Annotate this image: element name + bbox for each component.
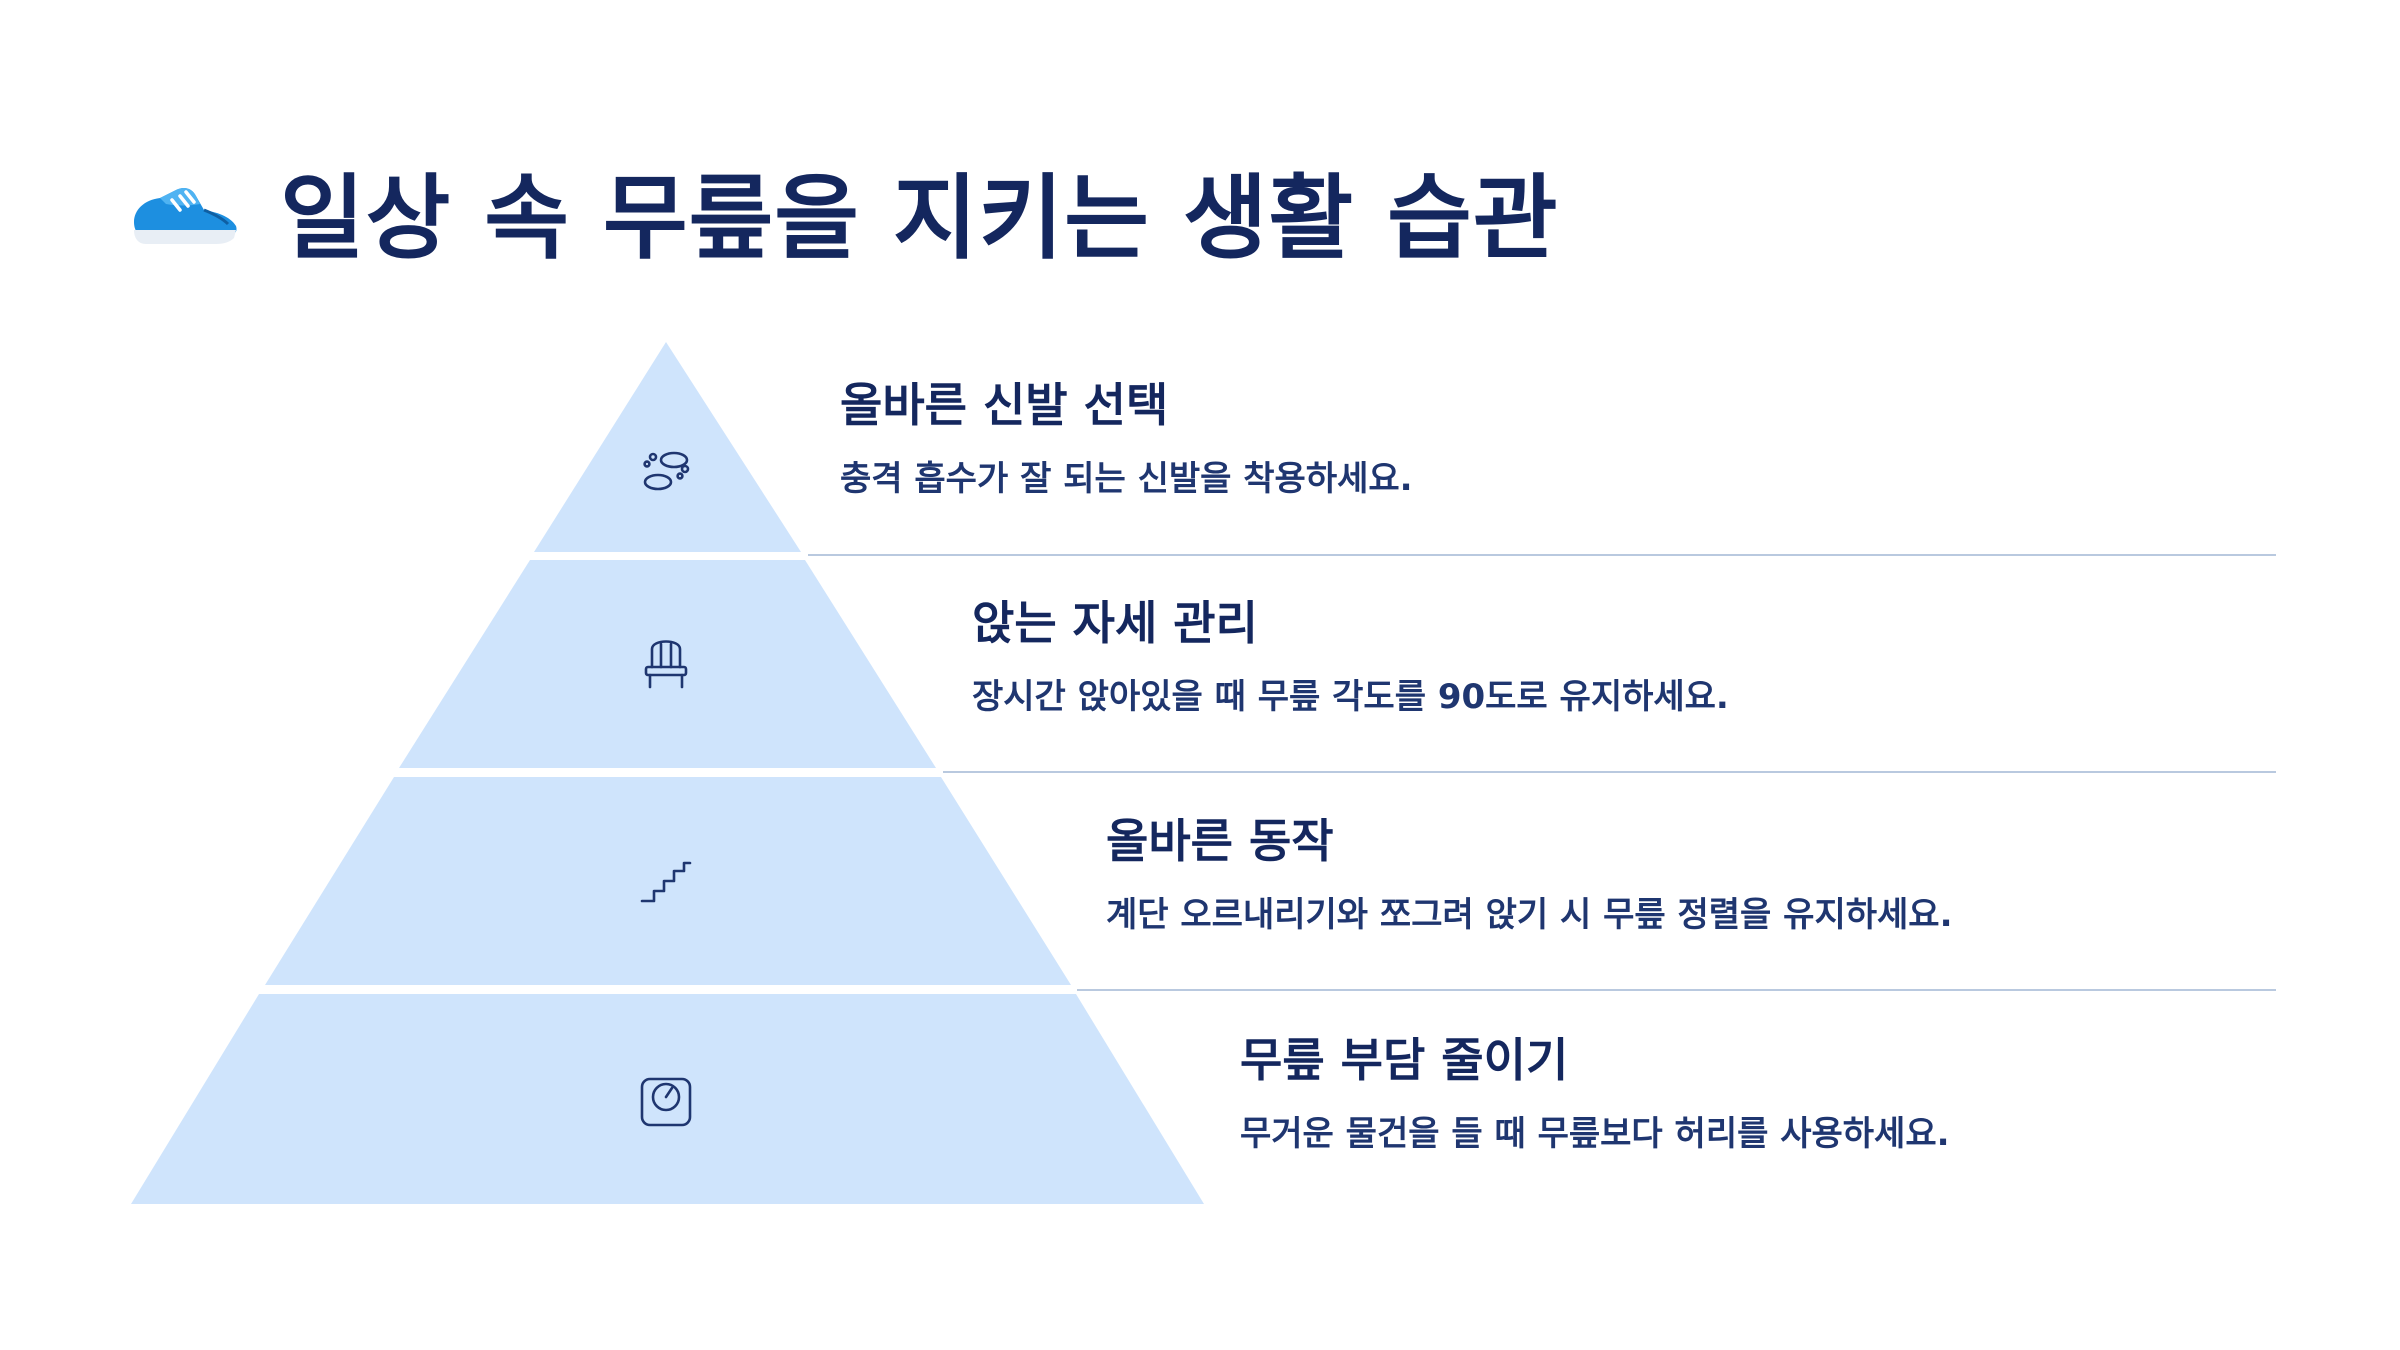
tier-title: 올바른 동작 xyxy=(1106,814,1334,868)
tier-text-4: 무릎 부담 줄이기 무거운 물건을 들 때 무릎보다 허리를 사용하세요. xyxy=(1240,1030,1950,1156)
tier-description: 장시간 앉아있을 때 무릎 각도를 90도로 유지하세요. xyxy=(972,677,1729,717)
pyramid-tier-1 xyxy=(534,342,801,552)
tier-title: 올바른 신발 선택 xyxy=(840,378,1169,432)
footprints-icon xyxy=(643,451,690,491)
stairs-icon xyxy=(640,861,692,903)
tier-description: 계단 오르내리기와 쪼그려 앉기 시 무릎 정렬을 유지하세요. xyxy=(1106,895,1953,935)
tier-title: 무릎 부담 줄이기 xyxy=(1240,1033,1569,1087)
chair-icon xyxy=(644,640,688,689)
title-row: 일상 속 무릎을 지키는 생활 습관 xyxy=(130,150,1558,272)
weight-scale-icon xyxy=(640,1077,692,1127)
pyramid-tier-4 xyxy=(131,994,1204,1204)
tier-description: 무거운 물건을 들 때 무릎보다 허리를 사용하세요. xyxy=(1240,1114,1950,1154)
running-shoe-icon xyxy=(134,188,237,244)
pyramid-tier-2 xyxy=(399,560,936,768)
tier-text-1: 올바른 신발 선택 충격 흡수가 잘 되는 신발을 착용하세요. xyxy=(840,375,1413,501)
tier-text-2: 앉는 자세 관리 장시간 앉아있을 때 무릎 각도를 90도로 유지하세요. xyxy=(972,593,1729,719)
tier-title: 앉는 자세 관리 xyxy=(972,596,1258,650)
tier-description: 충격 흡수가 잘 되는 신발을 착용하세요. xyxy=(840,459,1413,499)
tier-text-3: 올바른 동작 계단 오르내리기와 쪼그려 앉기 시 무릎 정렬을 유지하세요. xyxy=(1106,811,1953,937)
page-title: 일상 속 무릎을 지키는 생활 습관 xyxy=(280,164,1559,272)
